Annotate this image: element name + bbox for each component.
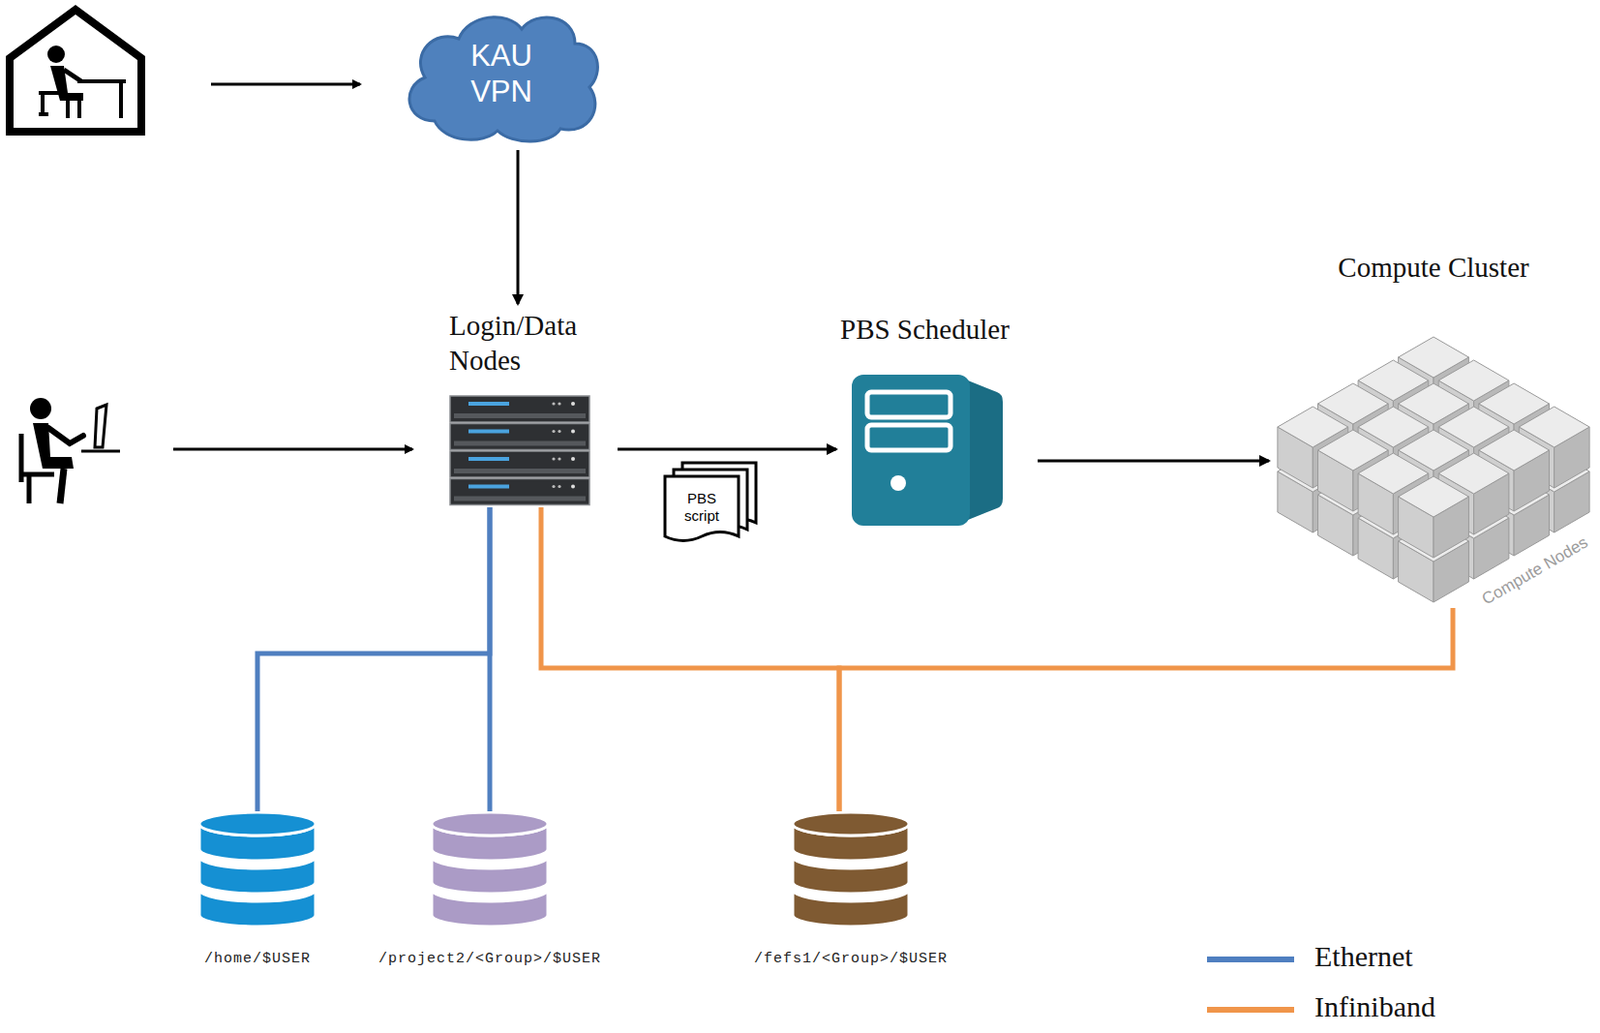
home-icon <box>9 9 142 132</box>
connector <box>257 507 490 812</box>
pbs-script-document: PBS script <box>661 460 762 553</box>
cloud-label-wrap: KAU VPN <box>452 37 550 110</box>
fefs-storage: /fefs1/<Group>/$USER <box>734 811 967 972</box>
connector <box>839 607 1453 812</box>
node-heading: PBS Scheduler <box>840 311 1034 347</box>
database-cylinder <box>791 811 910 930</box>
login-data-nodes: Login/Data Nodes <box>449 307 614 508</box>
server-icon <box>851 372 1005 530</box>
connector <box>1037 459 1269 463</box>
node-heading-wrap: Compute Cluster <box>1272 249 1595 285</box>
document-label-wrap: PBS script <box>677 489 726 525</box>
storage-path-label-wrap: /home/$USER <box>141 950 374 968</box>
legend-swatch <box>1207 956 1295 963</box>
server-rack <box>449 394 591 508</box>
flow-arrow <box>173 448 413 452</box>
document-label: PBS script <box>677 489 726 525</box>
cloud-label: KAU VPN <box>452 37 550 110</box>
legend-label: Ethernet <box>1314 938 1586 974</box>
storage-path-label: /home/$USER <box>141 950 374 968</box>
legend-label: Infiniband <box>1314 989 1586 1025</box>
storage-path-label-wrap: /project2/<Group>/$USER <box>373 950 606 968</box>
node-heading: Compute Cluster <box>1272 249 1595 285</box>
flow-arrow <box>211 83 361 87</box>
storage-path-label: /project2/<Group>/$USER <box>373 950 606 968</box>
document-stack <box>661 460 762 553</box>
database-cylinder <box>198 811 317 930</box>
user-at-computer-icon <box>21 397 121 504</box>
storage-path-label: /fefs1/<Group>/$USER <box>734 950 967 968</box>
connector <box>487 507 493 812</box>
storage-path-label-wrap: /fefs1/<Group>/$USER <box>734 950 967 968</box>
node-heading: Login/Data Nodes <box>449 307 614 378</box>
pbs-scheduler: PBS Scheduler <box>840 311 1034 529</box>
legend-label-wrap: Infiniband <box>1314 989 1586 1025</box>
connector <box>516 150 520 304</box>
connector <box>541 507 840 812</box>
node-heading-wrap: Login/Data Nodes <box>449 307 614 378</box>
node-heading-wrap: PBS Scheduler <box>840 311 1034 347</box>
vpn-cloud: KAU VPN <box>395 4 607 147</box>
home-storage: /home/$USER <box>141 811 374 972</box>
database-cylinder <box>430 811 549 930</box>
compute-cluster: Compute ClusterCompute Nodes <box>1272 249 1595 608</box>
legend-label-wrap: Ethernet <box>1314 938 1586 974</box>
legend-swatch <box>1207 1006 1295 1013</box>
project-storage: /project2/<Group>/$USER <box>373 811 606 972</box>
connector <box>617 448 837 452</box>
